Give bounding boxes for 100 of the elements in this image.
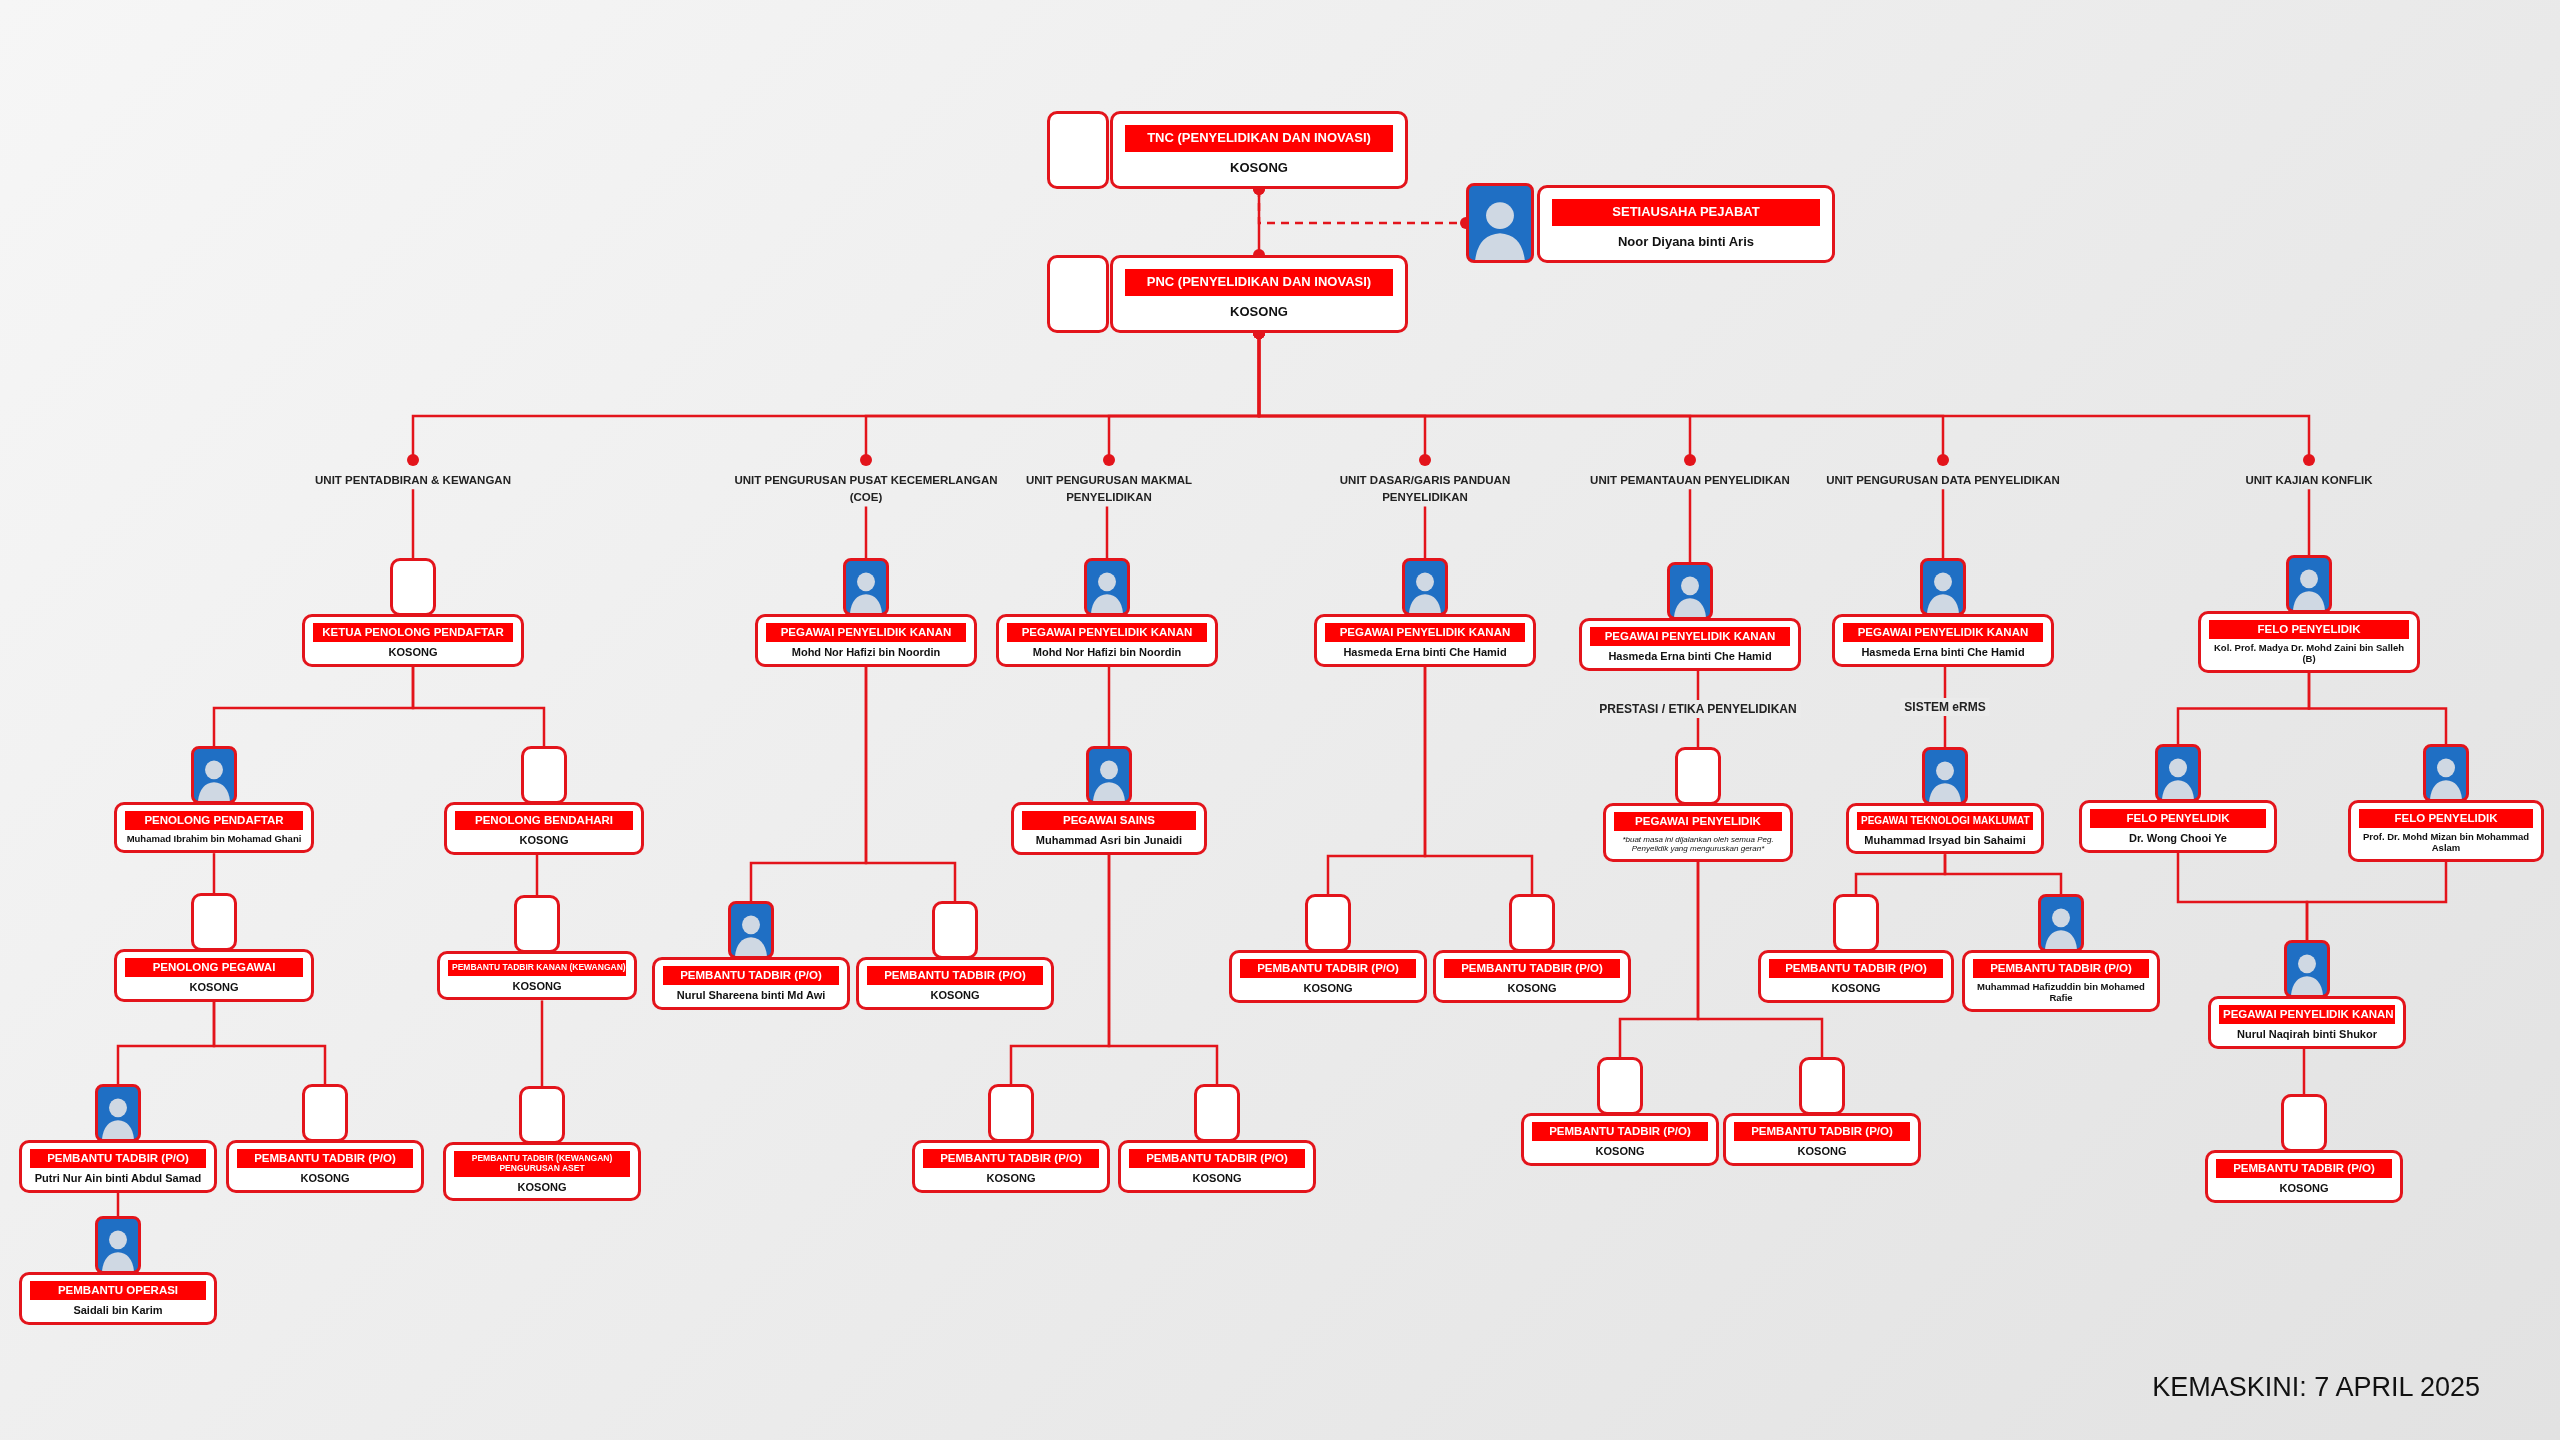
connector-line (2307, 489, 2311, 555)
position-title: PEMBANTU OPERASI (30, 1281, 206, 1301)
position-title: PEMBANTU TADBIR (P/O) (1129, 1149, 1305, 1169)
person-name: KOSONG (1229, 160, 1289, 176)
photo-placeholder (95, 1216, 141, 1274)
connector-line (212, 853, 216, 893)
person-name: Dr. Wong Chooi Ye (2128, 832, 2228, 845)
position-card (1758, 950, 1954, 1003)
note-text: *buat masa ini dijalankan oleh semua Peg. Penyelidik yang menguruskan geran* (1621, 835, 1775, 854)
photo-placeholder (2286, 555, 2332, 613)
position-card (1433, 950, 1631, 1003)
position-card (1229, 950, 1427, 1003)
person-name: Muhammad Hafizuddin bin Mohamed Rafie (1976, 982, 2146, 1005)
empty-photo-frame (1047, 255, 1109, 333)
connector-line (1943, 854, 2063, 894)
position-title: PEMBANTU TADBIR (P/O) (923, 1149, 1099, 1169)
position-card (2208, 996, 2406, 1049)
person-name: KOSONG (516, 1180, 568, 1194)
position-title: PEGAWAI SAINS (1022, 811, 1196, 831)
person-name: Hasmeda Erna binti Che Hamid (1860, 646, 2026, 659)
unit-heading: UNIT KAJIAN KONFLIK (2209, 460, 2409, 490)
photo-placeholder (2284, 940, 2330, 998)
empty-photo-frame (390, 558, 436, 616)
person-name: KOSONG (518, 834, 570, 847)
person-name: Mohd Nor Hafizi bin Noordin (790, 646, 942, 659)
position-title: SETIAUSAHA PEJABAT (1552, 198, 1820, 226)
connector-line (2305, 862, 2448, 940)
empty-photo-frame (1509, 894, 1555, 952)
person-name: KOSONG (1302, 982, 1354, 995)
position-title: PEGAWAI PENYELIDIK KANAN (766, 623, 966, 643)
person-name: KOSONG (2278, 1182, 2330, 1195)
position-title: PEGAWAI PENYELIDIK (1614, 812, 1782, 832)
position-title: PENOLONG BENDAHARI (455, 811, 633, 831)
position-title: PEMBANTU TADBIR (P/O) (1444, 959, 1620, 979)
photo-placeholder (1920, 558, 1966, 616)
position-title: PENOLONG PEGAWAI (125, 958, 303, 978)
person-name: KOSONG (1229, 304, 1289, 320)
position-card (1314, 614, 1536, 667)
empty-photo-frame (2281, 1094, 2327, 1152)
position-card (19, 1272, 217, 1325)
position-card (652, 957, 850, 1010)
position-card (1579, 618, 1801, 671)
connector-line (1941, 489, 1945, 558)
person-name: Noor Diyana binti Aris (1616, 234, 1755, 250)
photo-placeholder (1086, 746, 1132, 804)
photo-placeholder (2155, 744, 2201, 802)
position-card (1723, 1113, 1921, 1166)
position-card (755, 614, 977, 667)
position-title: PEGAWAI PENYELIDIK KANAN (1843, 623, 2043, 643)
empty-photo-frame (932, 901, 978, 959)
person-name: Saidali bin Karim (72, 1304, 164, 1317)
photo-placeholder (2038, 894, 2084, 952)
position-card (1603, 803, 1793, 862)
connector-line (1105, 506, 1109, 558)
empty-photo-frame (1194, 1084, 1240, 1142)
position-card (1011, 802, 1207, 855)
empty-photo-frame (1047, 111, 1109, 189)
position-title: PEGAWAI TEKNOLOGI MAKLUMAT (1857, 812, 2033, 830)
position-card (2348, 800, 2544, 863)
connector-line (1423, 666, 1534, 894)
unit-heading: UNIT PENGURUSAN DATA PENYELIDIKAN (1813, 460, 2073, 490)
person-name: KOSONG (985, 1172, 1037, 1185)
connector-line (411, 666, 546, 746)
position-title: PEMBANTU TADBIR (P/O) (663, 966, 839, 986)
connector-line (864, 666, 957, 901)
person-name: KOSONG (1796, 1145, 1848, 1158)
position-card (437, 951, 637, 1001)
unit-heading: UNIT PEMANTAUAN PENYELIDIKAN (1570, 460, 1810, 490)
position-title: PEMBANTU TADBIR (P/O) (1973, 959, 2149, 979)
unit-heading: UNIT DASAR/GARIS PANDUAN PENYELIDIKAN (1315, 460, 1535, 507)
photo-placeholder (191, 746, 237, 804)
person-name: Prof. Dr. Mohd Mizan bin Mohammad Aslam (2361, 832, 2531, 855)
position-title: PEGAWAI PENYELIDIK KANAN (1590, 627, 1790, 647)
position-title: FELO PENYELIDIK (2090, 809, 2266, 829)
photo-placeholder (1402, 558, 1448, 616)
position-card (114, 949, 314, 1002)
position-title: PEMBANTU TADBIR (P/O) (1734, 1122, 1910, 1142)
position-card (2205, 1150, 2403, 1203)
person-name: KOSONG (387, 646, 439, 659)
position-title: FELO PENYELIDIK (2209, 620, 2409, 640)
empty-photo-frame (191, 893, 237, 951)
person-name: Putri Nur Ain binti Abdul Samad (33, 1172, 203, 1185)
person-name: Mohd Nor Hafizi bin Noordin (1031, 646, 1183, 659)
position-card (996, 614, 1218, 667)
position-title: PEMBANTU TADBIR (KEWANGAN) PENGURUSAN ASET (454, 1151, 630, 1177)
connector-line (1688, 489, 1692, 562)
position-title: PENOLONG PENDAFTAR (125, 811, 303, 831)
connector-line (1107, 854, 1219, 1084)
position-card (302, 614, 524, 667)
person-name: KOSONG (511, 979, 563, 993)
person-name: KOSONG (1594, 1145, 1646, 1158)
position-card (444, 802, 644, 855)
empty-photo-frame (1305, 894, 1351, 952)
position-title: PEGAWAI PENYELIDIK KANAN (1325, 623, 1525, 643)
position-title: PEMBANTU TADBIR (P/O) (2216, 1159, 2392, 1179)
connector-line (2307, 673, 2448, 744)
unit-heading: UNIT PENGURUSAN PUSAT KECEMERLANGAN (COE) (731, 460, 1001, 507)
person-name: Hasmeda Erna binti Che Hamid (1607, 650, 1773, 663)
position-card (19, 1140, 217, 1193)
person-name: KOSONG (1191, 1172, 1243, 1185)
